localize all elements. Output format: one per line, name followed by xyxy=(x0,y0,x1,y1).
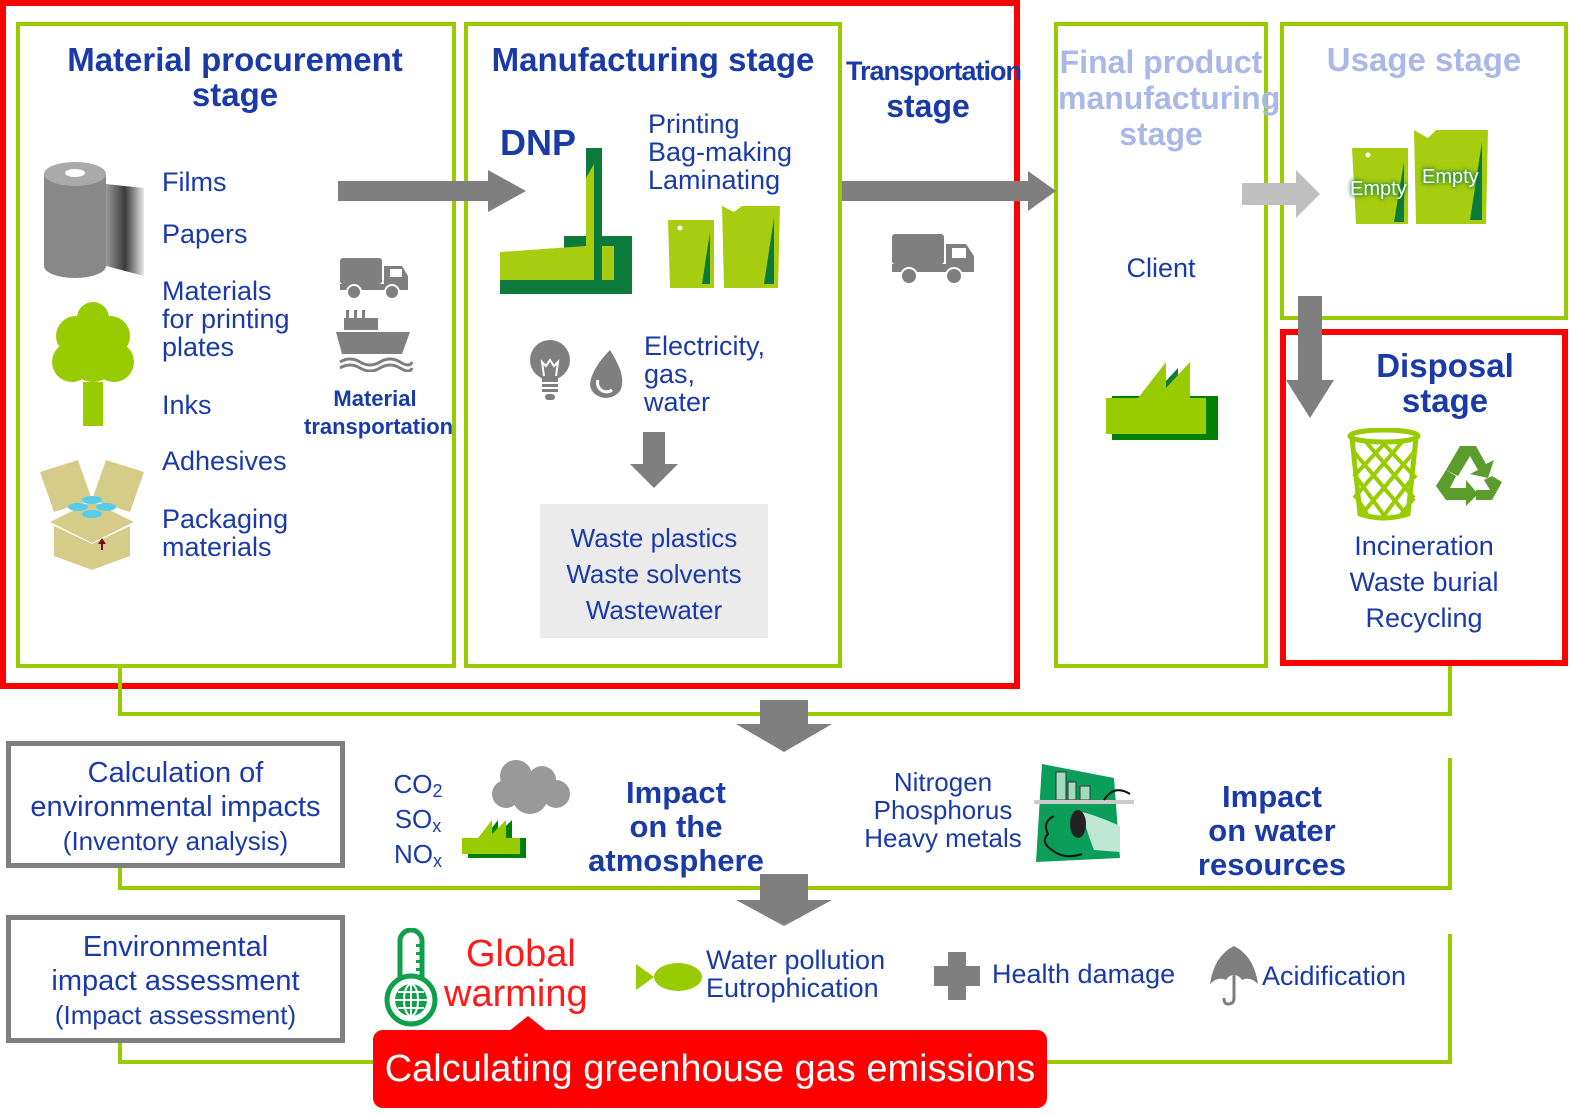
flow-arrow-manufacturing-to-final xyxy=(842,171,1058,215)
truck-icon xyxy=(340,258,410,300)
connector-inventory-right xyxy=(1448,758,1452,890)
highlight-frame-disposal xyxy=(1280,329,1568,666)
pouch-icons xyxy=(666,204,784,290)
umbrella-icon xyxy=(1210,946,1258,1006)
stage-title-material-procurement: Material procurement stage xyxy=(67,41,403,113)
ship-icon xyxy=(336,310,416,372)
fish-icon xyxy=(636,962,702,992)
flow-arrow-usage-to-disposal xyxy=(1286,296,1334,420)
water-discharge-pipe-icon xyxy=(1034,764,1134,864)
gas-nox: NOx xyxy=(394,839,442,871)
material-item-papers: Papers xyxy=(162,219,248,249)
greenhouse-gas-callout: Calculating greenhouse gas emissions xyxy=(373,1030,1047,1108)
tree-icon xyxy=(52,302,134,426)
smoke-factory-icon xyxy=(462,758,574,860)
material-transportation-label: Material transportation xyxy=(304,386,454,439)
stage-box-manufacturing xyxy=(464,22,842,668)
stage-title-final-product: Final product manufacturing stage xyxy=(1058,44,1281,152)
emission-gases: CO2 SOx NOx xyxy=(386,770,450,875)
client-factory-icon xyxy=(1106,362,1218,440)
client-label: Client xyxy=(1126,253,1196,283)
stage-title-manufacturing: Manufacturing stage xyxy=(491,41,815,78)
gas-sox: SOx xyxy=(394,804,442,836)
gas-co2: CO2 xyxy=(393,769,443,801)
connector-inventory-left xyxy=(118,864,122,890)
water-substances: Nitrogen Phosphorus Heavy metals xyxy=(864,767,1022,853)
stage-box-usage xyxy=(1280,22,1568,320)
empty-pouch-icons: Empty Empty xyxy=(1344,128,1494,228)
company-label-dnp: DNP xyxy=(500,122,577,163)
connector-assessment-right xyxy=(1448,934,1452,1064)
connector-top-left-drop xyxy=(118,668,122,716)
stage-box-material-procurement xyxy=(16,22,456,668)
acidification-label: Acidification xyxy=(1262,961,1407,991)
material-item-films: Films xyxy=(162,167,227,197)
packaging-box-icon xyxy=(40,460,144,570)
material-item-adhesives: Adhesives xyxy=(162,446,287,476)
disposal-methods: Incineration Waste burial Recycling xyxy=(1349,531,1499,633)
health-cross-icon xyxy=(934,952,980,1000)
lightbulb-icon xyxy=(528,340,572,404)
flow-arrow-to-assessment xyxy=(736,874,832,926)
material-item-printing-plates: Materials for printing plates xyxy=(162,276,290,362)
film-roll-icon xyxy=(44,162,144,280)
stage-title-transportation: Transportation stage xyxy=(846,56,1022,124)
thermometer-globe-icon xyxy=(382,928,442,1028)
flow-arrow-procurement-to-manufacturing xyxy=(338,170,528,214)
empty-label-1: Empty xyxy=(1350,178,1407,200)
impact-water-label: Impact on water resources xyxy=(1197,779,1347,882)
manufacturing-inputs: Electricity, gas, water xyxy=(644,331,766,417)
water-drop-icon xyxy=(588,350,624,398)
health-damage-label: Health damage xyxy=(992,959,1176,989)
manufacturing-processes: Printing Bag-making Laminating xyxy=(648,109,793,195)
stage-title-usage: Usage stage xyxy=(1326,41,1522,78)
manufacturing-waste-box: Waste plastics Waste solvents Wastewater xyxy=(540,504,768,638)
stage-box-final-product xyxy=(1054,22,1268,668)
flow-arrow-final-to-usage xyxy=(1242,170,1322,218)
connector-assessment-left xyxy=(118,1040,122,1064)
connector-top-right-drop xyxy=(1448,666,1452,716)
empty-label-2: Empty xyxy=(1422,166,1479,188)
dnp-factory-icon xyxy=(500,148,632,294)
inventory-analysis-box: Calculation of environmental impacts (In… xyxy=(6,741,345,868)
flow-arrow-inputs-to-waste xyxy=(630,432,678,488)
water-pollution-label: Water pollution Eutrophication xyxy=(706,945,886,1003)
material-item-packaging: Packaging materials xyxy=(162,504,289,562)
impact-atmosphere-label: Impact on the atmosphere xyxy=(588,775,764,878)
material-item-inks: Inks xyxy=(162,390,212,420)
highlight-frame-dnp-scope xyxy=(0,0,1020,689)
callout-pointer xyxy=(508,1016,548,1032)
impact-assessment-box: Environmental impact assessment (Impact … xyxy=(6,915,345,1043)
global-warming-label: Global warming xyxy=(444,933,588,1015)
stage-title-disposal: Disposal stage xyxy=(1376,347,1514,419)
waste-basket-icon xyxy=(1346,428,1424,522)
transportation-truck-icon xyxy=(892,234,976,286)
recycling-icon xyxy=(1432,442,1504,514)
flow-arrow-to-inventory xyxy=(736,700,832,752)
